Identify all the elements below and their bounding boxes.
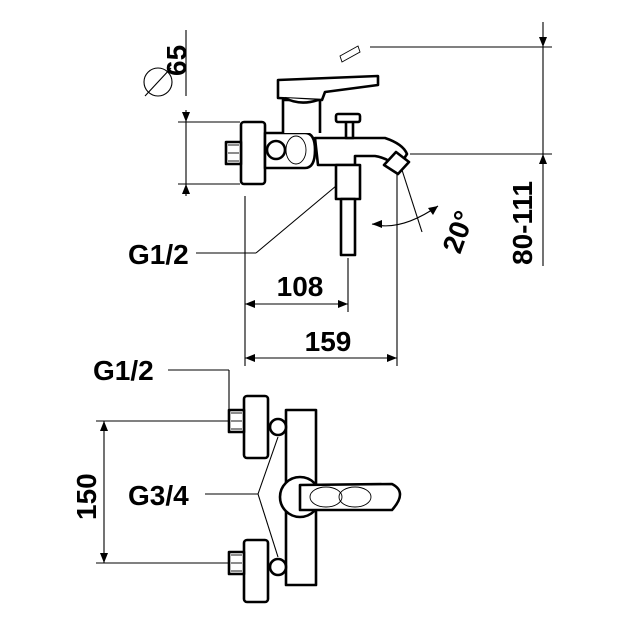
hose-connector [334, 163, 362, 201]
bottom-flange [242, 538, 270, 604]
top-eccentric [268, 417, 288, 437]
inlet-top-label: G1/2 [128, 239, 189, 270]
outlet-label: G3/4 [128, 480, 189, 511]
dimension-diameter: 65 [143, 30, 240, 196]
dimension-height: 80-111 [370, 22, 552, 266]
side-view [224, 45, 411, 257]
bottom-eccentric [268, 557, 288, 577]
eccentric-nut [265, 139, 287, 161]
diameter-label: 65 [161, 45, 192, 76]
cartridge-housing [281, 98, 322, 133]
dim-159-label: 159 [305, 326, 352, 357]
wall-flange [239, 120, 267, 186]
callout-inlet-top: G1/2 [128, 185, 337, 270]
lever-symbol [339, 45, 361, 63]
inlet-bottom-label: G1/2 [93, 355, 154, 386]
dimension-angle: 20° [371, 169, 481, 366]
dim-108-label: 108 [277, 271, 324, 302]
front-view [227, 394, 402, 604]
lever-handle [276, 74, 380, 102]
dimension-150: 150 [71, 420, 229, 564]
height-label: 80-111 [507, 181, 538, 265]
top-flange [242, 394, 270, 460]
dimension-159: 159 [245, 326, 397, 362]
dimension-108: 108 [244, 196, 349, 366]
angle-label: 20° [437, 207, 481, 257]
aerator [382, 150, 411, 176]
hose-pipe [339, 197, 357, 257]
lever-front [298, 482, 402, 512]
spacing-label: 150 [71, 473, 102, 520]
diverter-knob [334, 112, 362, 124]
callout-inlet-bottom: G1/2 [93, 355, 230, 410]
callout-outlet: G3/4 [128, 436, 279, 558]
